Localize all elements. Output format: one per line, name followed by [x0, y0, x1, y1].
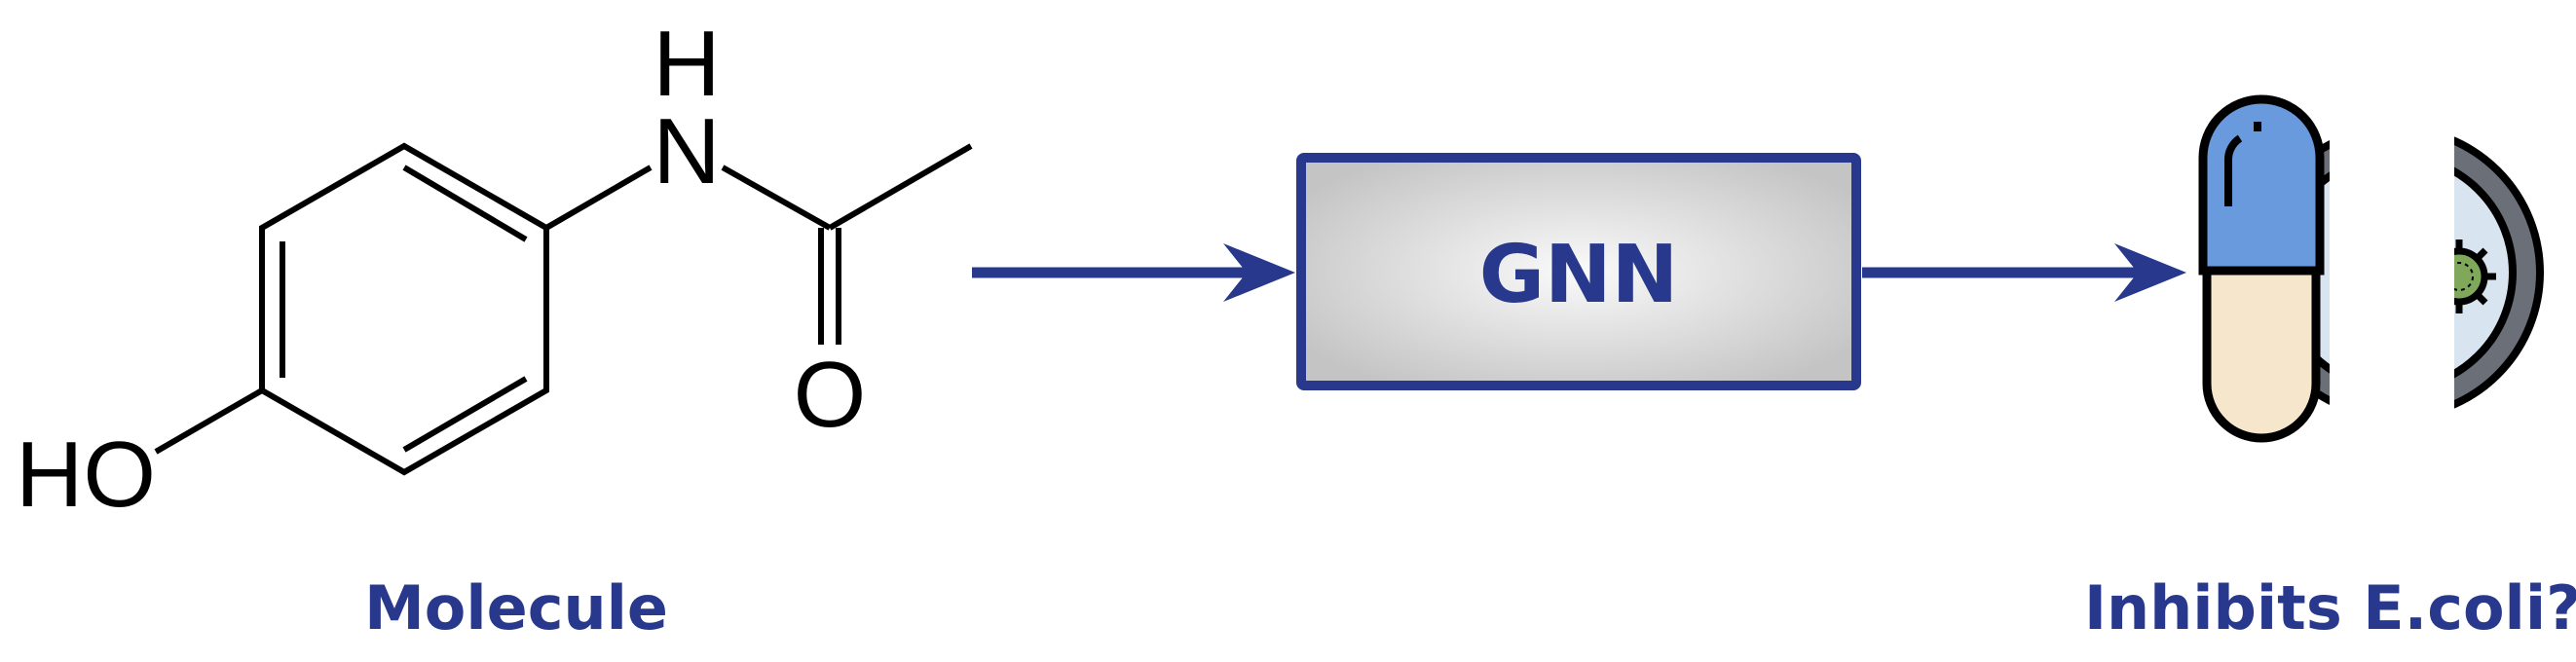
gnn-box: GNN [1296, 153, 1861, 390]
molecule-caption: Molecule [364, 572, 668, 644]
molecule-structure: H N O HO [16, 12, 973, 527]
atom-o-label: O [794, 343, 867, 447]
arrow-molecule-to-gnn [972, 243, 1295, 302]
arrow-gnn-to-output [1862, 243, 2186, 302]
atom-ho-label: HO [16, 423, 156, 527]
atom-n-label: N [653, 99, 720, 203]
bond-n-carbonyl [721, 165, 832, 231]
bond-methyl [828, 143, 973, 231]
atom-h-label: H [653, 12, 720, 116]
capsule-pill-icon [2198, 94, 2454, 448]
benzene-ring [259, 142, 549, 476]
bond-ring-oh [154, 387, 264, 455]
gnn-label: GNN [1479, 229, 1679, 321]
output-caption: Inhibits E.coli? [2084, 572, 2576, 644]
bond-ring-n [544, 165, 653, 231]
